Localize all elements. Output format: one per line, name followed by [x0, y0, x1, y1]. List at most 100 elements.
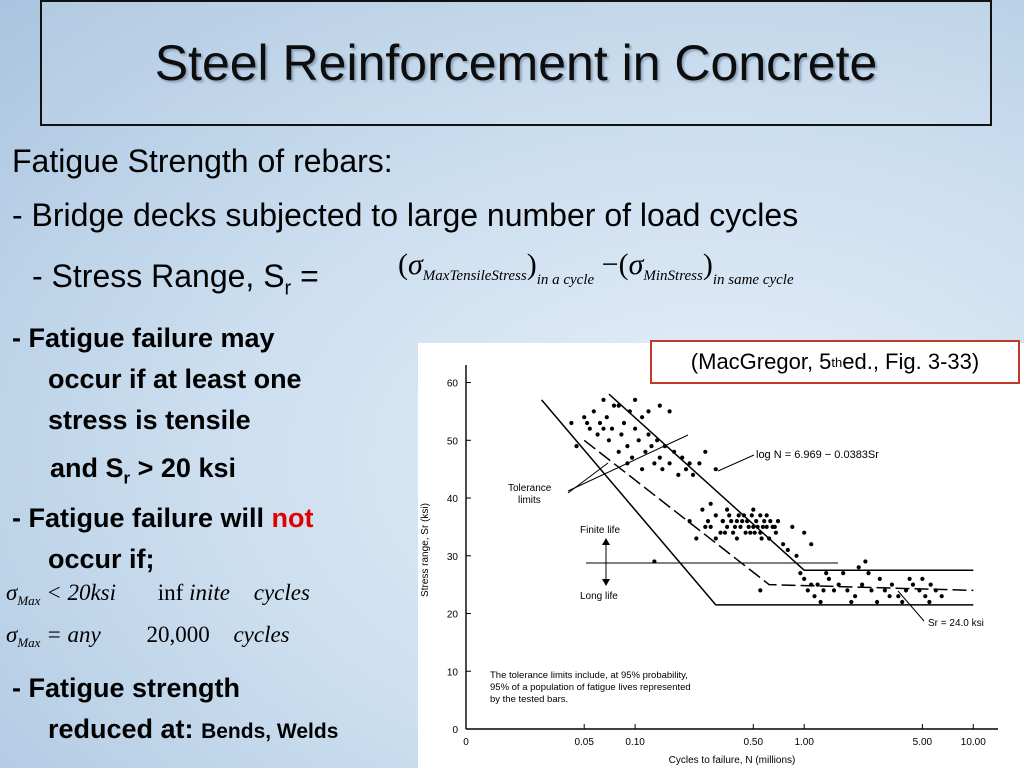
data-point — [910, 582, 916, 587]
data-point — [743, 530, 748, 535]
tolerance-note-line: The tolerance limits include, at 95% pro… — [490, 670, 688, 681]
data-point — [920, 576, 925, 581]
mean-regression-line — [583, 439, 974, 592]
inequality-infinite: σMax < 20ksi inf inite cycles — [6, 580, 310, 608]
data-point — [657, 403, 662, 408]
data-point — [591, 409, 596, 414]
not-emphasis: not — [271, 503, 314, 533]
y-tick-label: 10 — [447, 667, 459, 678]
data-point — [609, 426, 615, 431]
tolerance-note-line: by the tested bars. — [490, 694, 568, 705]
ineq1-cycles: cycles — [253, 580, 310, 605]
data-point — [604, 415, 609, 420]
data-point — [785, 547, 790, 553]
data-point — [734, 519, 739, 524]
b3-line2: reduced at: Bends, Welds — [48, 711, 338, 750]
data-point — [643, 449, 648, 454]
data-point — [933, 588, 938, 593]
data-point — [667, 461, 672, 466]
data-point — [889, 582, 894, 587]
data-point — [896, 594, 901, 599]
data-point — [725, 524, 730, 529]
data-point — [649, 444, 654, 449]
ineq1-sigma: σ — [6, 580, 18, 605]
data-point — [805, 588, 810, 593]
data-point — [764, 513, 769, 518]
x-tick-label: 0 — [463, 737, 469, 748]
equation-label: log N = 6.969 − 0.0383Sr — [756, 449, 879, 461]
y-tick-label: 50 — [447, 436, 459, 447]
data-point — [923, 594, 928, 599]
data-point — [740, 519, 745, 524]
data-point — [900, 599, 905, 605]
title-box: Steel Reinforcement in Concrete — [40, 0, 992, 126]
data-point — [831, 588, 837, 593]
b3-tail: Bends, Welds — [201, 720, 339, 743]
data-point — [903, 588, 909, 593]
data-point — [927, 599, 932, 605]
citation-pre: (MacGregor, 5 — [690, 349, 832, 374]
sigma-min: σ — [628, 248, 644, 281]
stress-range-sub: r — [284, 277, 292, 300]
data-point — [759, 536, 764, 541]
data-point — [849, 599, 854, 605]
data-point — [928, 582, 933, 587]
data-point — [826, 576, 831, 581]
data-point — [877, 576, 882, 581]
data-point — [732, 524, 738, 529]
data-point — [694, 536, 699, 541]
data-point — [680, 455, 685, 460]
b1-line4-pre: and S — [50, 453, 124, 483]
data-point — [752, 530, 757, 535]
data-point — [636, 438, 641, 443]
data-point — [882, 588, 887, 593]
data-point — [887, 594, 892, 599]
data-point — [687, 519, 692, 524]
data-point — [569, 420, 574, 426]
data-point — [611, 403, 617, 408]
heading: Fatigue Strength of rebars: — [12, 143, 393, 179]
data-point — [736, 513, 741, 518]
ineq1-inite: inite — [189, 580, 230, 605]
data-point — [703, 524, 708, 529]
data-point — [768, 519, 773, 524]
data-point — [708, 501, 713, 506]
data-point — [640, 467, 645, 472]
finite-life-label: Finite life — [580, 525, 620, 536]
data-point — [781, 542, 786, 547]
x-tick-label: 0.05 — [574, 737, 594, 748]
data-point — [794, 553, 799, 558]
sr-pointer — [897, 590, 925, 622]
x-axis-label: Cycles to failure, N (millions) — [669, 755, 796, 766]
data-point — [700, 507, 705, 512]
long-life-label: Long life — [580, 591, 618, 602]
data-point — [676, 472, 681, 477]
data-point — [746, 524, 751, 529]
data-point — [758, 513, 763, 518]
b1-line4-post: > 20 ksi — [130, 453, 236, 483]
formula-min-sub: MinStress — [643, 268, 703, 284]
data-point — [821, 588, 826, 593]
data-point — [754, 519, 759, 524]
data-point — [772, 524, 777, 529]
x-tick-label: 10.00 — [961, 737, 986, 748]
data-point — [627, 409, 632, 414]
data-point — [606, 438, 611, 443]
b1-line2: occur if at least one — [48, 364, 302, 394]
b1-line4-sub: r — [123, 468, 131, 488]
data-point — [640, 415, 645, 420]
data-point — [597, 420, 603, 426]
data-point — [574, 444, 579, 449]
y-tick-label: 60 — [447, 379, 459, 390]
life-arrow-up — [602, 538, 610, 545]
data-point — [907, 576, 912, 581]
y-tick-label: 20 — [447, 610, 459, 621]
lower-tolerance-limit — [541, 399, 974, 606]
data-point — [738, 524, 743, 529]
data-point — [713, 467, 718, 472]
bullet-bridge-decks: - Bridge decks subjected to large number… — [12, 197, 799, 233]
data-point — [860, 582, 865, 587]
y-tick-label: 40 — [447, 494, 459, 505]
